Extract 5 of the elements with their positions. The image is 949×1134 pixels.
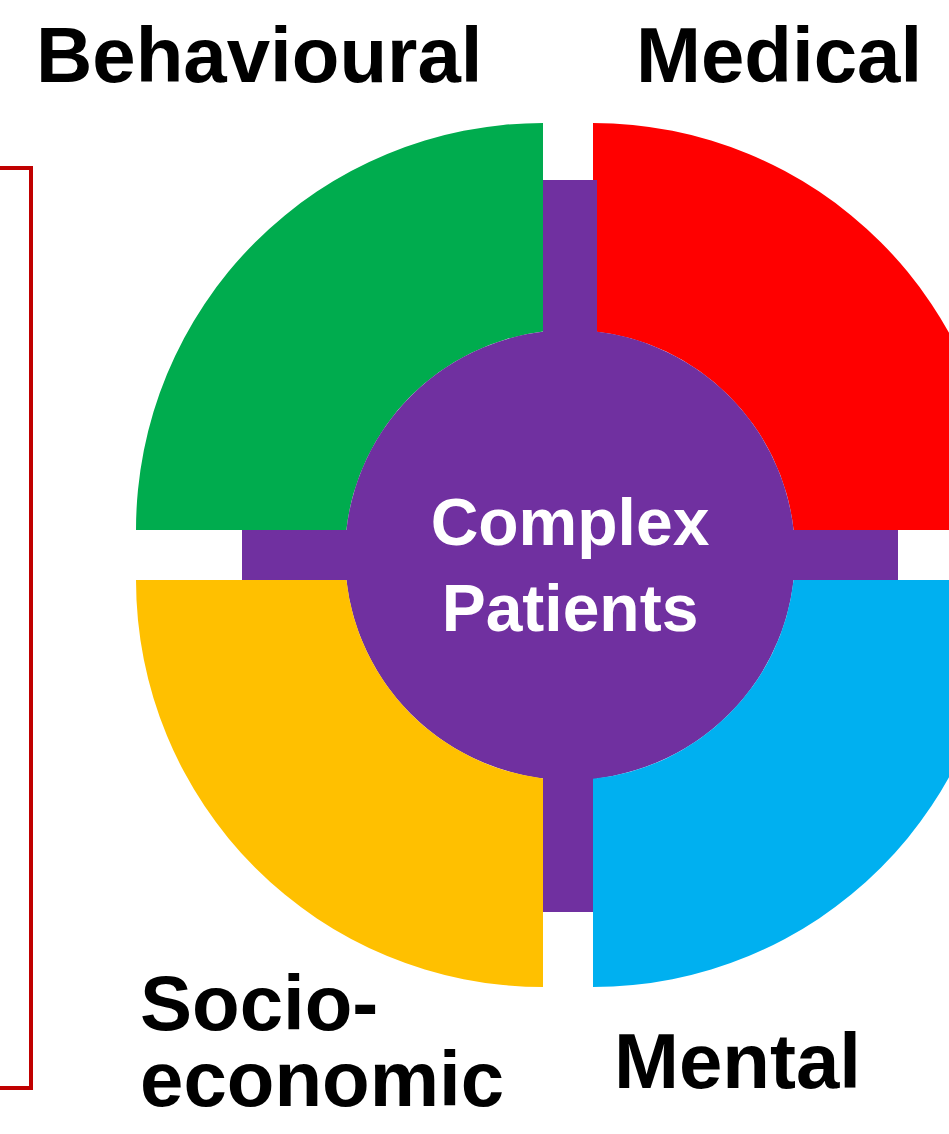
category-heading: Behavioural	[36, 18, 483, 94]
category-heading: Mental	[614, 1024, 862, 1100]
category-heading: Medical	[636, 18, 923, 94]
category-heading: Socio-economic	[140, 966, 506, 1118]
center-label: Complex Patients	[429, 484, 711, 647]
